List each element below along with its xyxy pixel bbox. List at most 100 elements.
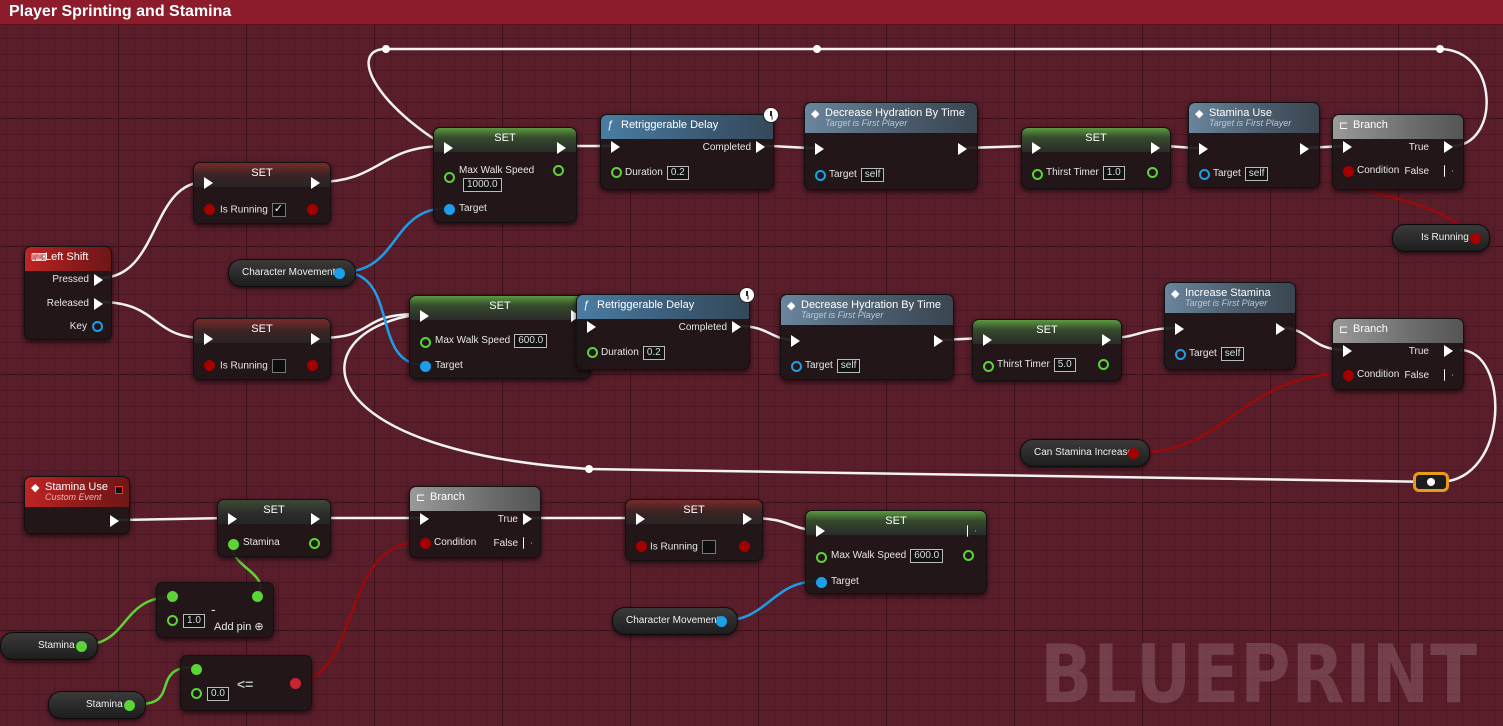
bool-out-pin[interactable] xyxy=(1128,448,1139,459)
value-input[interactable]: 1.0 xyxy=(1102,166,1125,180)
target-self-value[interactable]: self xyxy=(1220,347,1245,361)
exec-in-pin[interactable] xyxy=(611,141,620,153)
exec-out-pin[interactable] xyxy=(311,333,320,345)
float-out-pin[interactable] xyxy=(76,641,87,652)
result-out-pin[interactable] xyxy=(290,678,301,689)
exec-out-pin[interactable] xyxy=(1276,323,1285,335)
max-walk-speed-field[interactable]: 1000.0 xyxy=(459,178,502,192)
value-input[interactable]: 5.0 xyxy=(1053,358,1076,372)
exec-in-pin[interactable] xyxy=(1032,142,1041,154)
key-out-pin[interactable] xyxy=(92,321,103,332)
is-running-out-pin[interactable] xyxy=(307,204,318,215)
exec-in-pin[interactable] xyxy=(204,177,213,189)
is-running-in-pin[interactable] xyxy=(204,360,215,371)
exec-in-pin[interactable] xyxy=(420,310,429,322)
exec-in-pin[interactable] xyxy=(228,513,237,525)
stamina-variable-node[interactable]: Stamina xyxy=(0,632,98,660)
exec-out-pin[interactable] xyxy=(934,335,943,347)
b-in-pin[interactable] xyxy=(167,615,178,626)
target-in-pin[interactable] xyxy=(816,577,827,588)
exec-in-pin[interactable] xyxy=(791,335,800,347)
exec-in-pin[interactable] xyxy=(815,143,824,155)
left-shift-event-node[interactable]: ⌨ Left Shift Pressed Released Key xyxy=(24,246,112,340)
target-in-pin[interactable] xyxy=(444,204,455,215)
is-running-out-pin[interactable] xyxy=(739,541,750,552)
value-input[interactable]: 0.2 xyxy=(666,166,689,180)
condition-in-pin[interactable] xyxy=(1343,370,1354,381)
b-in-pin[interactable] xyxy=(191,688,202,699)
exec-out-pin-true[interactable] xyxy=(1444,345,1453,357)
exec-in-pin[interactable] xyxy=(1343,345,1352,357)
set-is-running-true-node[interactable]: SET Is Running xyxy=(193,162,331,224)
thirst-timer-in-pin[interactable] xyxy=(983,361,994,372)
a-in-pin[interactable] xyxy=(167,591,178,602)
is-running-in-pin[interactable] xyxy=(204,204,215,215)
less-equal-compare-node[interactable]: <= 0.0 xyxy=(180,655,312,711)
exec-out-pin[interactable] xyxy=(557,142,566,154)
exec-out-pin-false[interactable] xyxy=(1444,369,1453,381)
exec-out-pin-completed[interactable] xyxy=(756,141,765,153)
exec-out-pin[interactable] xyxy=(1102,334,1111,346)
exec-in-pin[interactable] xyxy=(636,513,645,525)
value-input[interactable]: 1.0 xyxy=(183,614,205,628)
target-in-pin[interactable] xyxy=(420,361,431,372)
target-in-pin[interactable] xyxy=(1175,349,1186,360)
exec-out-pin[interactable] xyxy=(311,177,320,189)
subtract-float-node[interactable]: - 1.0 Add pin ⊕ xyxy=(156,582,274,638)
value-input[interactable]: 0.2 xyxy=(642,346,665,360)
set-max-walk-speed-run-node[interactable]: SET Max Walk Speed 1000.0 Target xyxy=(433,127,577,223)
target-self-value[interactable]: self xyxy=(860,168,885,182)
condition-in-pin[interactable] xyxy=(420,538,431,549)
is-running-checkbox-unchecked[interactable] xyxy=(701,540,716,554)
exec-out-pin[interactable] xyxy=(1151,142,1160,154)
exec-out-pin[interactable] xyxy=(110,515,119,527)
exec-in-pin[interactable] xyxy=(1199,143,1208,155)
is-running-in-pin[interactable] xyxy=(636,541,647,552)
exec-out-pin-true[interactable] xyxy=(1444,141,1453,153)
exec-out-pin-pressed[interactable] xyxy=(94,274,103,286)
set-is-running-false-node[interactable]: SET Is Running xyxy=(193,318,331,380)
is-running-checkbox-unchecked[interactable] xyxy=(271,359,286,373)
b-value-field[interactable]: 0.0 xyxy=(203,687,229,701)
branch-can-stamina-increase-node[interactable]: ⊏Branch True Condition False xyxy=(1332,318,1464,390)
exec-out-pin-true[interactable] xyxy=(523,513,532,525)
exec-in-pin[interactable] xyxy=(1175,323,1184,335)
exec-in-pin[interactable] xyxy=(587,321,596,333)
value-input[interactable]: 0.0 xyxy=(207,687,229,701)
exec-out-pin[interactable] xyxy=(311,513,320,525)
reroute-node[interactable] xyxy=(1413,472,1449,492)
exec-out-pin[interactable] xyxy=(958,143,967,155)
exec-in-pin[interactable] xyxy=(983,334,992,346)
a-in-pin[interactable] xyxy=(191,664,202,675)
target-in-pin[interactable] xyxy=(1199,169,1210,180)
stamina-in-pin[interactable] xyxy=(228,539,239,550)
thirst-timer-in-pin[interactable] xyxy=(1032,169,1043,180)
exec-out-pin-released[interactable] xyxy=(94,298,103,310)
set-stamina-node[interactable]: SET Stamina xyxy=(217,499,331,557)
bool-out-pin[interactable] xyxy=(1470,233,1481,244)
condition-in-pin[interactable] xyxy=(1343,166,1354,177)
exec-out-pin-false[interactable] xyxy=(523,537,532,549)
max-walk-speed-in-pin[interactable] xyxy=(816,552,827,563)
stamina-variable-node[interactable]: Stamina xyxy=(48,691,146,719)
max-walk-speed-out-pin[interactable] xyxy=(553,165,564,176)
value-input[interactable]: 1000.0 xyxy=(463,178,502,192)
exec-out-pin-false[interactable] xyxy=(1444,165,1453,177)
add-pin-button[interactable]: Add pin ⊕ xyxy=(214,620,264,633)
max-walk-speed-in-pin[interactable] xyxy=(444,172,455,183)
stamina-out-pin[interactable] xyxy=(309,538,320,549)
thirst-timer-out-pin[interactable] xyxy=(1147,167,1158,178)
exec-in-pin[interactable] xyxy=(420,513,429,525)
